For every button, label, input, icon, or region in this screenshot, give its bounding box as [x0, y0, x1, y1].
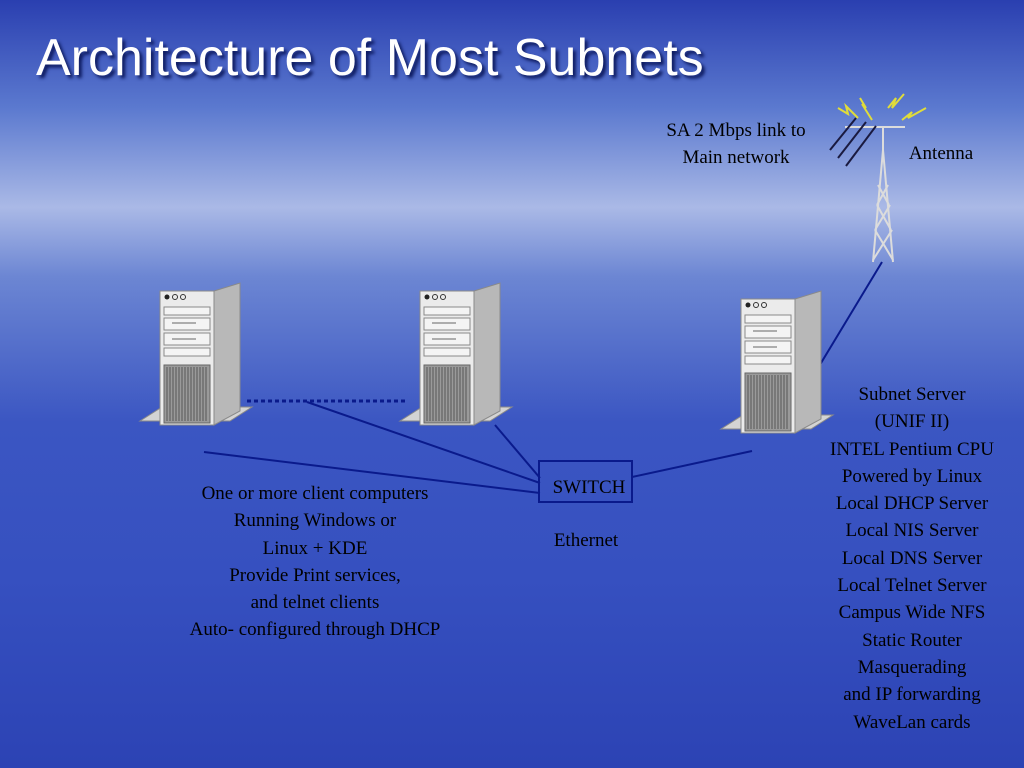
antenna-label: Antenna: [908, 143, 974, 164]
server-description-line: WaveLan cards: [853, 711, 971, 733]
antenna-icon: [845, 126, 905, 263]
link-client2-switch: [306, 401, 541, 484]
antenna-dish-icon: [829, 117, 877, 167]
client-description-line: Auto- configured through DHCP: [189, 619, 441, 641]
client-description: One or more client computers Running Win…: [150, 480, 480, 644]
slide-title: Architecture of Most Subnets: [36, 29, 704, 87]
server-description-line: Local Telnet Server: [837, 575, 987, 597]
ethernet-label: Ethernet: [553, 530, 619, 551]
client-description-line: One or more client computers: [201, 483, 429, 504]
link-client3-switch: [494, 424, 541, 479]
client-description-line: Provide Print services,: [229, 564, 401, 586]
client-description-line: Running Windows or: [233, 510, 397, 532]
server-description-line: Subnet Server: [858, 384, 966, 405]
server-description-line: Campus Wide NFS: [838, 602, 986, 624]
server-description-line: INTEL Pentium CPU: [830, 438, 994, 460]
server-description-line: (UNIF II): [874, 411, 950, 433]
link-label-line: Main network: [682, 147, 790, 169]
server-description: Subnet Server (UNIF II) INTEL Pentium CP…: [806, 381, 1018, 736]
link-server-antenna: [817, 261, 883, 369]
client-computer-1-icon: [139, 282, 253, 426]
server-description-line: Powered by Linux: [841, 465, 983, 487]
server-description-line: Local DNS Server: [841, 547, 983, 569]
server-description-line: and IP forwarding: [843, 684, 981, 706]
server-description-line: Local NIS Server: [845, 520, 979, 542]
switch-box: [538, 460, 633, 503]
lightning-icon: [837, 93, 927, 121]
link-label-line: SA 2 Mbps link to: [666, 120, 806, 141]
switch-label: SWITCH: [552, 477, 626, 498]
link-client1-switch: [203, 451, 541, 494]
server-description-line: Local DHCP Server: [835, 493, 989, 515]
link-label: SA 2 Mbps link to Main network: [646, 117, 826, 172]
client-computer-2-icon: [399, 282, 513, 426]
client-description-line: Linux + KDE: [262, 537, 368, 559]
link-switch-server: [631, 450, 753, 478]
server-description-line: Masquerading: [857, 656, 967, 678]
server-description-line: Static Router: [862, 629, 962, 651]
client-description-line: and telnet clients: [250, 592, 380, 614]
